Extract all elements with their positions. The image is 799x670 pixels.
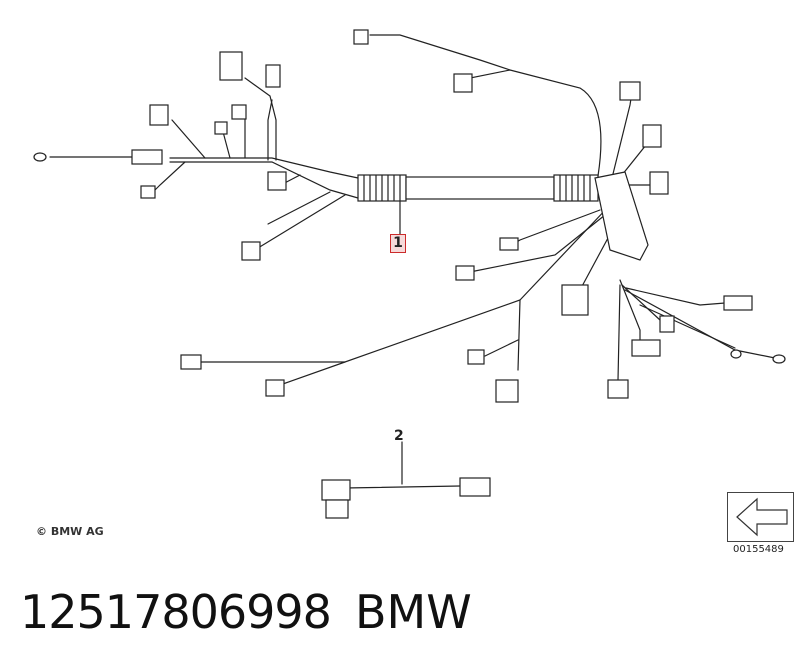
part-number: 12517806998: [20, 585, 332, 639]
nav-arrow-box[interactable]: [727, 492, 794, 542]
arrow-left-icon: [736, 497, 788, 537]
callout-item-2: 2: [394, 428, 404, 444]
brand-name: BMW: [355, 585, 472, 639]
callout-item-1: 1: [390, 234, 406, 253]
diagram-code: 00155489: [733, 544, 784, 555]
copyright-notice: © BMW AG: [36, 525, 104, 538]
wiring-harness-diagram: [33, 29, 788, 537]
